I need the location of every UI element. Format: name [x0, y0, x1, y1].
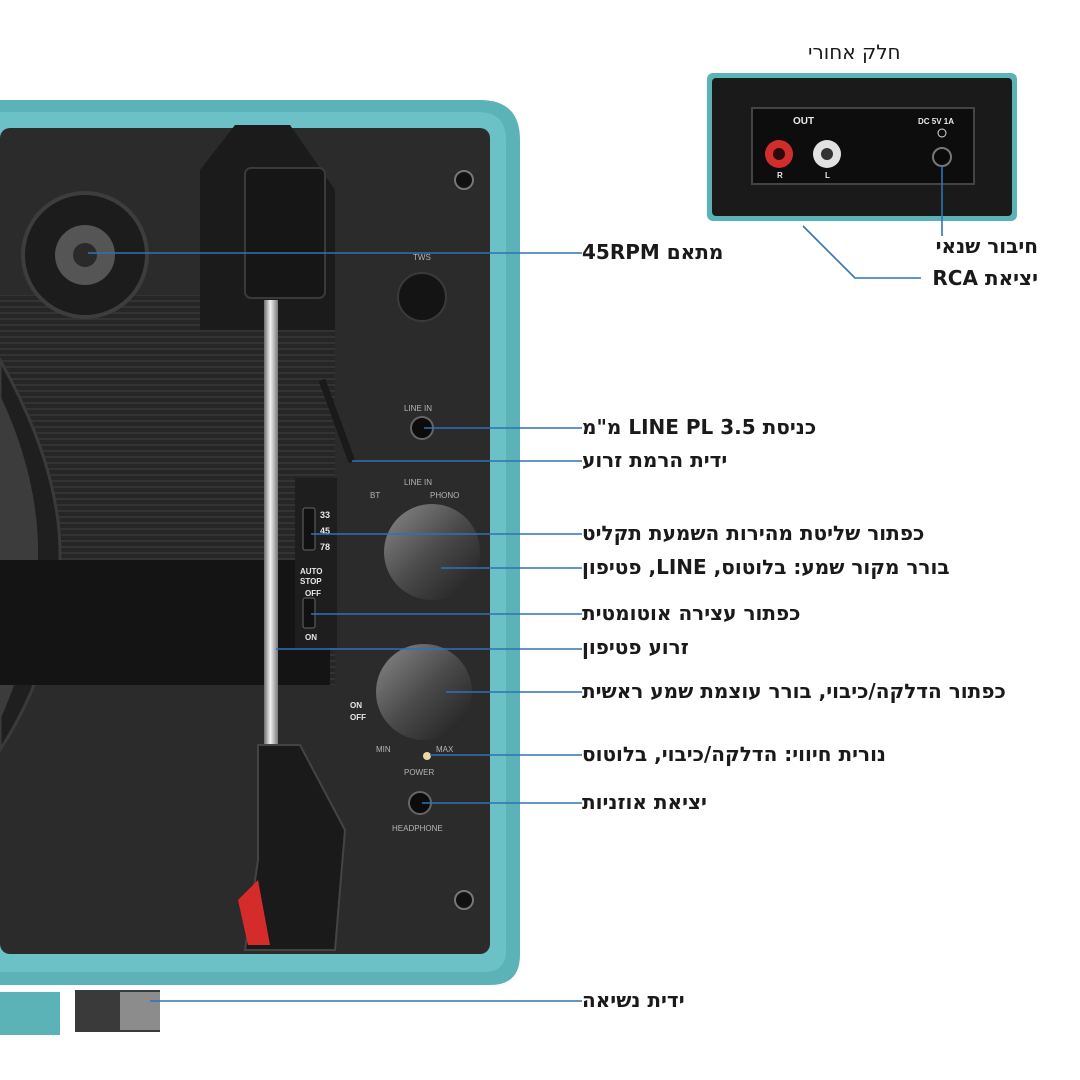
- tws-marking: TWS: [413, 253, 431, 262]
- rca-left-jack-hole: [821, 148, 833, 160]
- power-off-marking: OFF: [350, 713, 366, 722]
- leader-rca: [802, 225, 921, 279]
- auto-stop-switch: [302, 597, 316, 629]
- min-marking: MIN: [376, 745, 391, 754]
- power-led: [423, 752, 431, 760]
- line-in-marking-2: LINE IN: [404, 478, 432, 487]
- rca-right-jack-hole: [773, 148, 785, 160]
- callout-speed: כפתור שליטת מהירות השמעת תקליט: [582, 521, 925, 545]
- cartridge-tip: [238, 880, 270, 945]
- callout-power-volume: כפתור הדלקה/כיבוי, בורר עוצמת שמע ראשית: [582, 679, 1006, 703]
- tws-button: [397, 272, 447, 322]
- rear-panel-title: חלק אחורי: [808, 40, 901, 64]
- power-knob: [376, 644, 472, 740]
- speed-switch: [302, 507, 316, 551]
- case-bottom-edge: [0, 992, 60, 1035]
- switch-plate: [295, 478, 337, 648]
- screw-bottom: [454, 890, 474, 910]
- power-marking: POWER: [404, 768, 434, 777]
- tonearm-counterweight: [244, 167, 326, 299]
- on-marking: ON: [305, 633, 317, 642]
- line-in-marking: LINE IN: [404, 404, 432, 413]
- leader-lines: [88, 166, 943, 1002]
- rear-r-marking: R: [777, 171, 783, 180]
- callout-source: בורר מקור שמע: בלוטוס, LINE, פטיפון: [582, 555, 950, 579]
- callout-headphone: יציאת אוזניות: [582, 790, 707, 814]
- bt-marking: BT: [370, 491, 380, 500]
- adapter-45-center: [73, 243, 97, 267]
- dc-symbol: [937, 128, 947, 138]
- callout-arm-lift: ידית הרמת זרוע: [582, 448, 728, 472]
- rear-dc-marking: DC 5V 1A: [918, 117, 954, 126]
- callout-line-in: כניסת LINE PL 3.5 מ"מ: [582, 415, 817, 439]
- cartridge: [243, 744, 347, 951]
- arm-lift-lever: [318, 378, 356, 464]
- tonearm-rod: [264, 300, 278, 750]
- power-on-marking: ON: [350, 701, 362, 710]
- speed-45-marking: 45: [320, 526, 330, 536]
- max-marking: MAX: [436, 745, 454, 754]
- callout-handle: ידית נשיאה: [582, 988, 685, 1012]
- dc-jack: [932, 147, 952, 167]
- stop-marking: STOP: [300, 577, 322, 586]
- callout-rca-out: יציאת RCA: [932, 266, 1038, 290]
- speed-78-marking: 78: [320, 542, 330, 552]
- off-marking: OFF: [305, 589, 321, 598]
- callout-indicator: נורית חיווי: הדלקה/כיבוי, בלוטוס: [582, 742, 886, 766]
- source-knob: [384, 504, 480, 600]
- rear-out-marking: OUT: [793, 116, 814, 127]
- callout-tonearm: זרוע פטיפון: [582, 635, 689, 659]
- phono-marking: PHONO: [430, 491, 459, 500]
- callout-adapter-45: מתאם 45RPM: [582, 240, 724, 264]
- callout-auto-stop: כפתור עצירה אוטומטית: [582, 601, 801, 625]
- screw-top: [454, 170, 474, 190]
- platter-shadow: [0, 560, 330, 685]
- callout-dc-power: חיבור שנאי: [935, 234, 1038, 258]
- carry-handle-clip: [120, 992, 160, 1030]
- headphone-marking: HEADPHONE: [392, 824, 443, 833]
- rear-l-marking: L: [825, 171, 830, 180]
- speed-33-marking: 33: [320, 510, 330, 520]
- auto-marking: AUTO: [300, 567, 323, 576]
